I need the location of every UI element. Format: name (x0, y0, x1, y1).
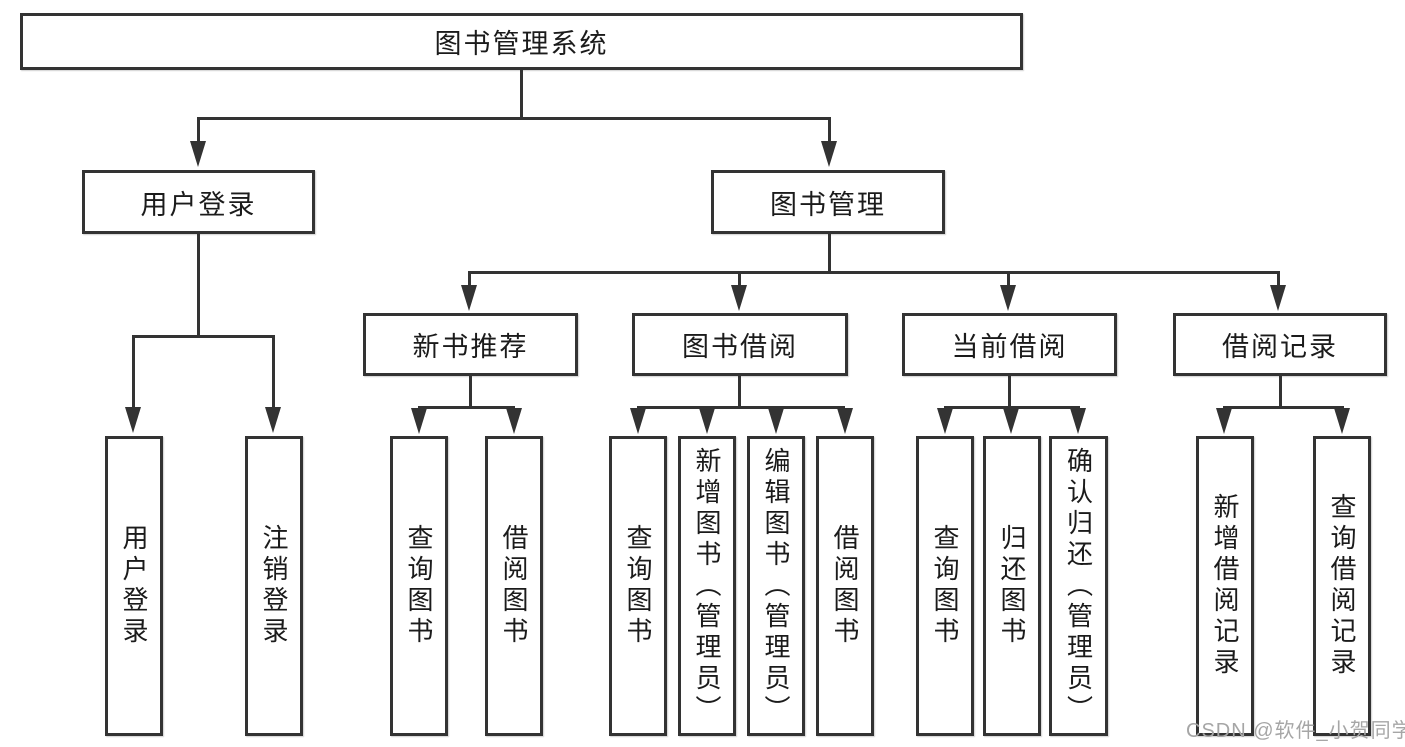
leaf-logout: 注销登录 (245, 436, 303, 736)
arrow-down-icon (1270, 285, 1286, 311)
node-new-book-recommend: 新书推荐 (363, 313, 578, 376)
node-label: 图书管理 (770, 189, 886, 220)
connector-new-books-hline (418, 406, 515, 409)
csdn-watermark: CSDN @软件_小贺同学 (1186, 720, 1405, 742)
arrow-down-icon (190, 141, 206, 167)
arrow-down-icon (506, 408, 522, 434)
connector-shaft-logout-leaf (272, 335, 275, 410)
connector-book-mgmt-hline (468, 271, 1280, 274)
arrow-down-icon (1003, 408, 1019, 434)
leaf-label: 用户登录 (119, 524, 149, 648)
connector-user-login-hline (132, 335, 274, 338)
node-label: 新书推荐 (412, 332, 529, 362)
connector-shaft-new-books (468, 271, 471, 287)
node-label: 图书借阅 (682, 332, 798, 362)
connector-borrow-records-stub (1279, 376, 1282, 409)
arrow-down-icon (1000, 285, 1016, 311)
connector-new-books-stub (469, 376, 472, 409)
node-label: 用户登录 (140, 189, 257, 220)
connector-shaft-login-leaf (132, 335, 135, 410)
leaf-label: 查询图书 (930, 524, 960, 648)
leaf-add-books-admin: 新增图书（管理员） (678, 436, 736, 736)
leaf-label: 新增借阅记录 (1210, 493, 1240, 679)
arrow-down-icon (1216, 408, 1232, 434)
leaf-query-books-borrowing: 查询图书 (609, 436, 667, 736)
node-library-management-system: 图书管理系统 (20, 13, 1023, 70)
connector-book-borrow-stub (738, 376, 741, 409)
leaf-add-borrow-record: 新增借阅记录 (1196, 436, 1254, 736)
connector-user-login-stub (197, 234, 200, 337)
arrow-down-icon (821, 141, 837, 167)
node-current-borrowing: 当前借阅 (902, 313, 1117, 376)
leaf-label: 归还图书 (997, 524, 1027, 648)
leaf-label: 查询图书 (623, 524, 653, 648)
leaf-query-borrow-record: 查询借阅记录 (1313, 436, 1371, 736)
connector-book-mgmt-stub (828, 234, 831, 273)
arrow-down-icon (1334, 408, 1350, 434)
connector-shaft-user-login (197, 117, 200, 145)
arrow-down-icon (630, 408, 646, 434)
leaf-label: 查询借阅记录 (1327, 493, 1357, 679)
leaf-confirm-return-admin: 确认归还（管理员） (1049, 436, 1108, 736)
leaf-borrow-books-borrowing: 借阅图书 (816, 436, 874, 736)
arrow-down-icon (265, 407, 281, 433)
leaf-query-books-recommend: 查询图书 (390, 436, 448, 736)
arrow-down-icon (699, 408, 715, 434)
leaf-label: 确认归还（管理员） (1063, 446, 1094, 726)
leaf-label: 新增图书（管理员） (692, 446, 722, 726)
leaf-label: 编辑图书（管理员） (761, 446, 791, 726)
node-book-borrowing: 图书借阅 (632, 313, 848, 376)
arrow-down-icon (937, 408, 953, 434)
connector-shaft-borrow-records (1277, 271, 1280, 287)
leaf-return-books: 归还图书 (983, 436, 1041, 736)
connector-root-hline (197, 117, 831, 120)
connector-shaft-book-borrow (738, 271, 741, 287)
connector-shaft-book-mgmt (828, 117, 831, 145)
leaf-label: 查询图书 (404, 524, 434, 648)
arrow-down-icon (125, 407, 141, 433)
arrow-down-icon (731, 285, 747, 311)
connector-book-borrow-hline (637, 406, 845, 409)
node-label: 借阅记录 (1222, 332, 1338, 362)
connector-shaft-current-borrow (1007, 271, 1010, 287)
node-label: 图书管理系统 (434, 29, 609, 59)
node-borrowing-records: 借阅记录 (1173, 313, 1387, 376)
node-user-login: 用户登录 (82, 170, 315, 234)
leaf-label: 借阅图书 (830, 524, 860, 648)
leaf-borrow-books-recommend: 借阅图书 (485, 436, 543, 736)
leaf-edit-books-admin: 编辑图书（管理员） (747, 436, 805, 736)
node-book-management: 图书管理 (711, 170, 945, 234)
arrow-down-icon (1070, 408, 1086, 434)
leaf-label: 借阅图书 (499, 524, 529, 648)
arrow-down-icon (411, 408, 427, 434)
node-label: 当前借阅 (951, 332, 1068, 362)
connector-root-stub (520, 70, 523, 118)
leaf-user-login: 用户登录 (105, 436, 163, 736)
connector-borrow-records-hline (1223, 406, 1344, 409)
connector-current-borrow-hline (944, 406, 1080, 409)
leaf-query-books-current: 查询图书 (916, 436, 974, 736)
arrow-down-icon (768, 408, 784, 434)
connector-current-borrow-stub (1008, 376, 1011, 409)
arrow-down-icon (837, 408, 853, 434)
leaf-label: 注销登录 (259, 524, 289, 648)
arrow-down-icon (461, 285, 477, 311)
